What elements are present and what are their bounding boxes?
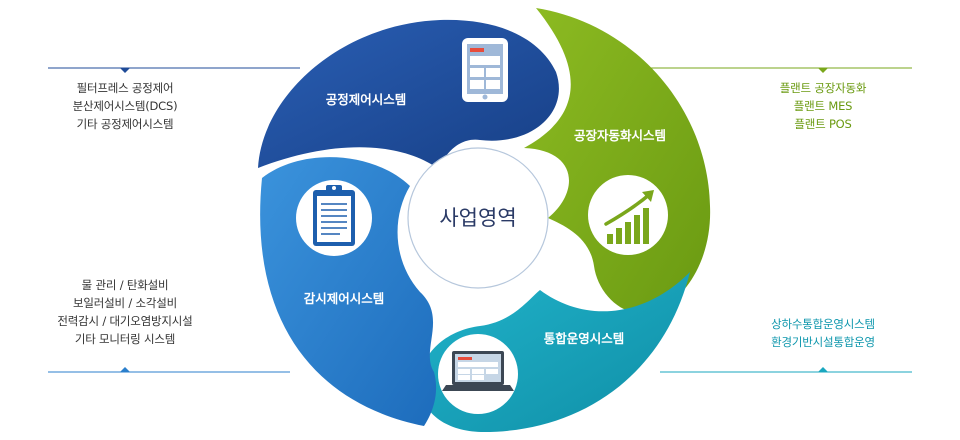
process-control-list: 필터프레스 공정제어 분산제어시스템(DCS) 기타 공정제어시스템 [30, 79, 220, 133]
factory-automation-list: 플랜트 공장자동화 플랜트 MES 플랜트 POS [728, 79, 918, 133]
growth-chart-icon [588, 175, 668, 255]
list-item: 플랜트 공장자동화 [779, 81, 867, 95]
clipboard-icon [296, 180, 372, 256]
segment-process-control [258, 19, 559, 171]
list-item: 플랜트 MES [793, 99, 853, 113]
list-item: 기타 모니터링 시스템 [74, 332, 176, 346]
center-circle [407, 147, 549, 289]
connector-bottom-right-marker [818, 367, 828, 372]
list-item: 분산제어시스템(DCS) [72, 99, 178, 113]
list-item: 기타 공정제어시스템 [76, 117, 174, 131]
connector-top-right-marker [818, 68, 828, 73]
connector-top-left-marker [120, 68, 130, 73]
list-item: 물 관리 / 탄화설비 [81, 278, 169, 292]
center-label: 사업영역 [439, 206, 516, 230]
segment-label-factory-automation: 공장자동화시스템 [574, 128, 666, 143]
integrated-operation-list: 상하수통합운영시스템 환경기반시설통합운영 [728, 315, 918, 351]
list-item: 상하수통합운영시스템 [771, 317, 875, 331]
laptop-icon [438, 334, 518, 414]
list-item: 전력감시 / 대기오염방지시설 [57, 314, 193, 328]
segment-factory-automation [524, 8, 711, 314]
segment-label-process-control: 공정제어시스템 [326, 92, 407, 107]
list-item: 필터프레스 공정제어 [76, 81, 174, 95]
connector-bottom-left-marker [120, 367, 130, 372]
list-item: 플랜트 POS [794, 117, 852, 131]
connector-lines [48, 67, 912, 373]
segment-label-integrated-operation: 통합운영시스템 [544, 331, 625, 346]
list-item: 환경기반시설통합운영 [771, 335, 875, 349]
segment-label-monitoring-control: 감시제어시스템 [304, 291, 385, 306]
tablet-icon [462, 38, 508, 102]
list-item: 보일러설비 / 소각설비 [72, 296, 177, 310]
monitoring-control-list: 물 관리 / 탄화설비 보일러설비 / 소각설비 전력감시 / 대기오염방지시설… [30, 276, 220, 348]
